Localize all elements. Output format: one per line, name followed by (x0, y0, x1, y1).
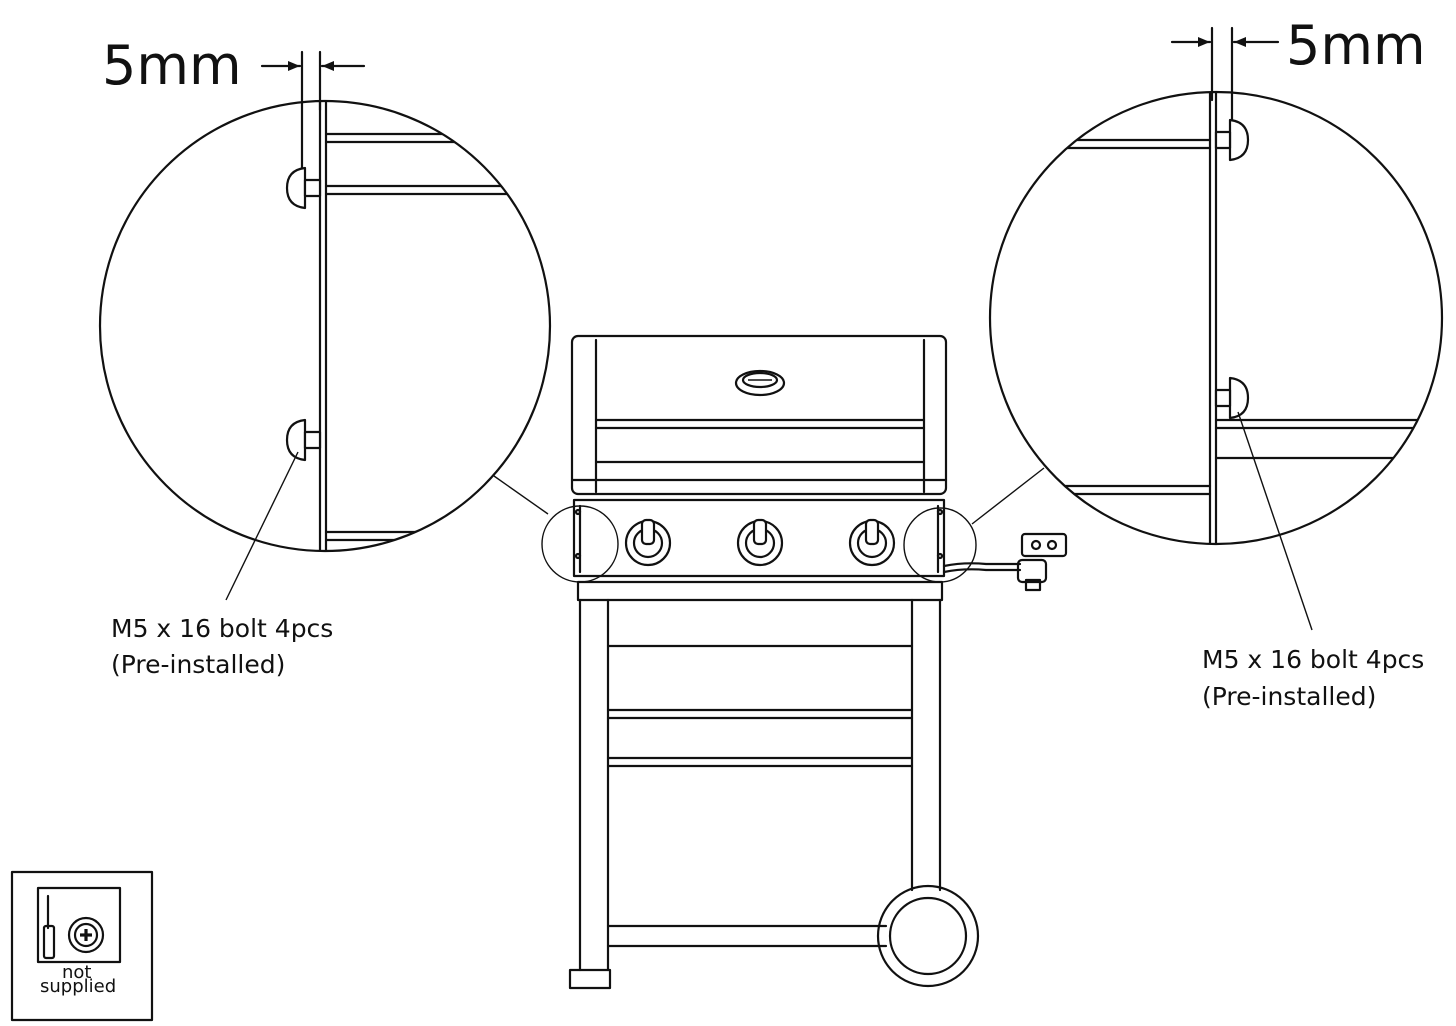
bolt-head-lower-left (285, 418, 322, 462)
bolt-head-lower-right (1214, 376, 1250, 420)
grill-lid (570, 334, 948, 496)
right-callout-line2: (Pre-installed) (1202, 682, 1376, 711)
bolt-head-upper-right (1214, 118, 1250, 162)
left-detail-zoom (98, 50, 552, 553)
gas-grill (541, 334, 1068, 990)
burner-knob-3 (848, 518, 896, 567)
left-gap-label: 5mm (102, 34, 242, 97)
left-zoom-connector (493, 475, 549, 515)
phillips-screw-icon (67, 916, 105, 954)
bolt-head-upper-left (285, 166, 322, 210)
control-panel (541, 498, 977, 583)
grill-cart (568, 580, 980, 990)
right-detail-zoom (988, 26, 1444, 546)
right-gap-label: 5mm (1286, 14, 1426, 77)
badge-line1: not (62, 962, 91, 983)
left-callout-line2: (Pre-installed) (111, 650, 285, 679)
right-zoom-highlight (903, 507, 977, 583)
thermometer-icon (734, 369, 786, 397)
right-gap-dimension: 5mm (1170, 14, 1426, 77)
right-callout-line1: M5 x 16 bolt 4pcs (1202, 645, 1424, 674)
burner-knob-2 (736, 518, 784, 567)
badge-line2: supplied (40, 976, 116, 997)
right-zoom-connector (971, 467, 1045, 525)
tool-not-supplied-badge: not supplied (10, 870, 154, 1022)
burner-knob-1 (624, 518, 672, 567)
left-callout-leader (225, 451, 299, 601)
right-callout-leader (1237, 411, 1313, 631)
screwdriver-icon (42, 894, 56, 960)
cart-wheel (876, 884, 980, 988)
left-gap-dimension: 5mm (102, 34, 366, 97)
gas-regulator (942, 532, 1068, 592)
left-callout-line1: M5 x 16 bolt 4pcs (111, 614, 333, 643)
